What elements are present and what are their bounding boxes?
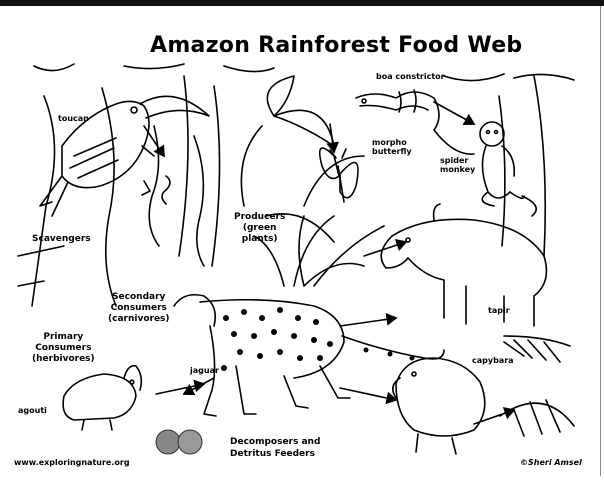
agouti-drawing	[62, 364, 143, 431]
boa-constrictor-drawing	[355, 89, 475, 155]
label-toucan: toucan	[58, 114, 89, 123]
credit-text: ©Sheri Amsel	[520, 458, 582, 467]
label-boa-constrictor: boa constrictor	[376, 72, 445, 81]
jaguar-drawing	[173, 293, 445, 417]
label-primary-consumers: Primary Consumers (herbivores)	[32, 332, 95, 364]
page-title: Amazon Rainforest Food Web	[150, 33, 523, 58]
vines	[141, 125, 205, 267]
butterfly-drawing	[318, 147, 359, 203]
capybara-drawing	[392, 357, 486, 455]
label-producers: Producers (green plants)	[234, 212, 286, 244]
food-web-arrows	[143, 101, 516, 425]
label-tapir: tapir	[488, 306, 510, 315]
tree-trunks	[17, 63, 575, 307]
tapir-drawing	[380, 203, 548, 327]
label-decomposers: Decomposers and Detritus Feeders	[230, 437, 321, 459]
top-border	[0, 0, 604, 6]
toucan-drawing	[39, 95, 210, 217]
decomposer-badge-icon	[155, 429, 203, 455]
website-url: www.exploringnature.org	[14, 458, 130, 467]
label-jaguar: jaguar	[190, 366, 219, 375]
label-secondary-consumers: Secondary Consumers (carnivores)	[108, 292, 170, 324]
food-web-illustration	[17, 63, 575, 455]
coloring-sheet: Amazon Rainforest Food Web toucan boa co…	[4, 6, 601, 476]
label-agouti: agouti	[18, 406, 47, 415]
label-spider-monkey: spider monkey	[440, 156, 476, 174]
label-capybara: capybara	[472, 356, 514, 365]
spider-monkey-drawing	[479, 121, 538, 217]
palm-fronds	[499, 335, 575, 437]
green-plant-drawing	[240, 75, 385, 287]
label-scavengers: Scavengers	[32, 234, 91, 244]
label-morpho-butterfly: morpho butterfly	[372, 138, 412, 156]
